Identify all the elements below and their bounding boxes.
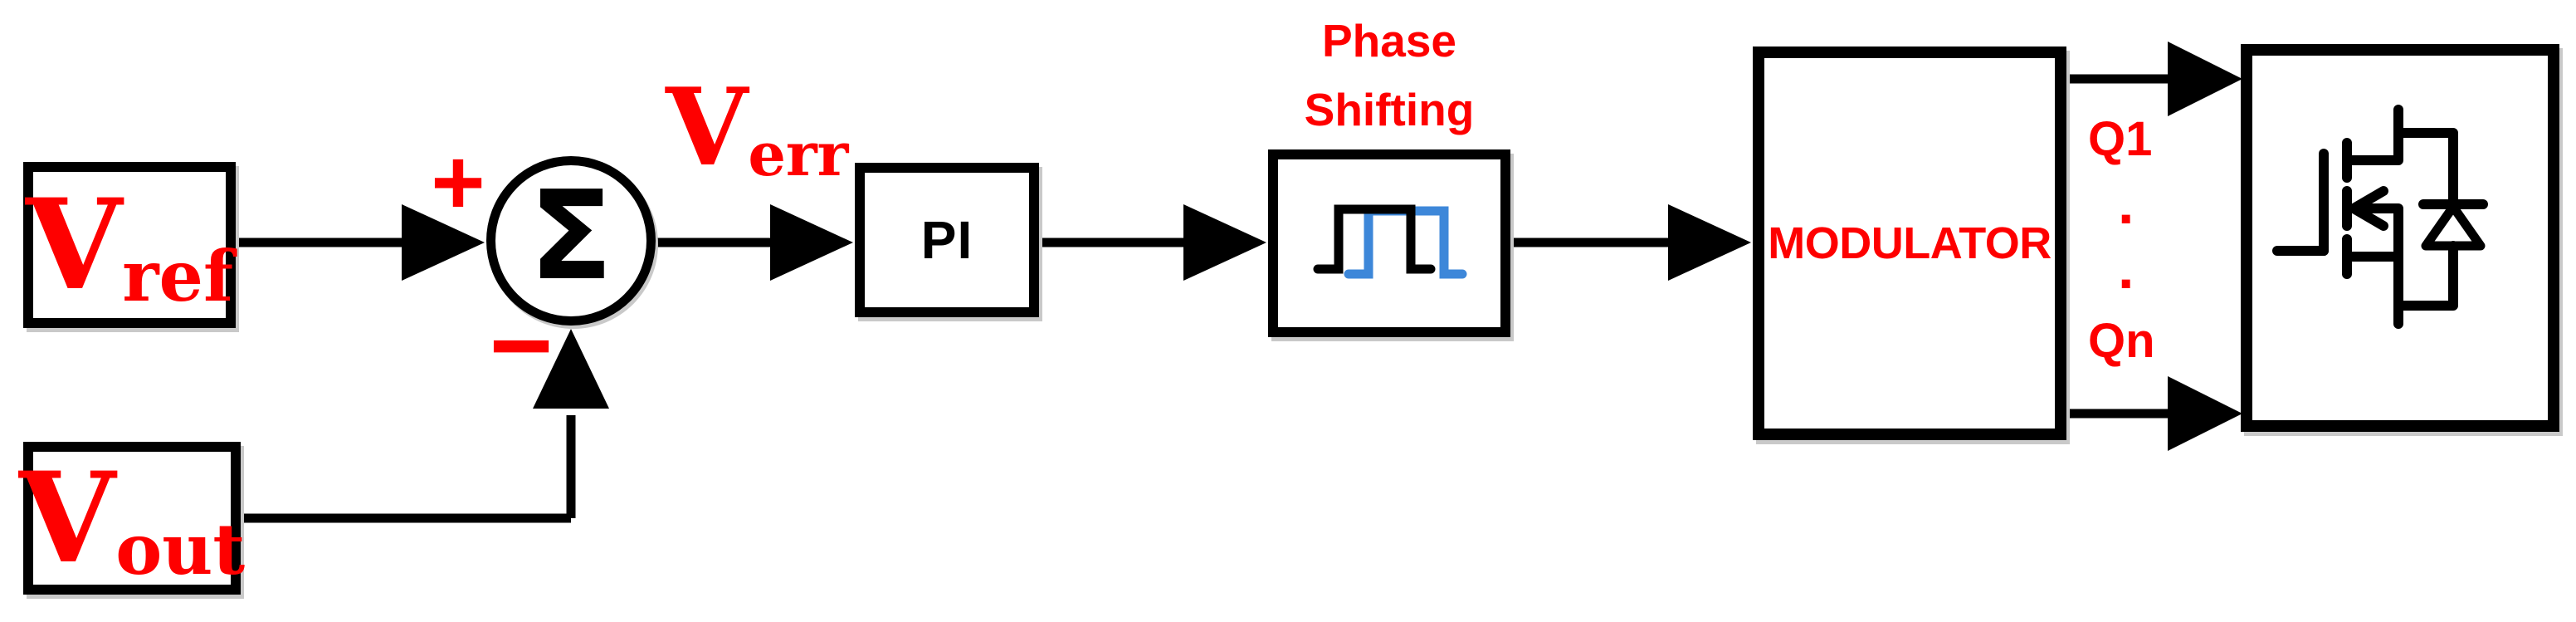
- diode-branch-bottom: [2393, 241, 2458, 311]
- q1-label: Q1: [2088, 112, 2153, 166]
- verr-label-sub: err: [748, 119, 849, 189]
- arrow-qn-to-mosfet-icon: [2168, 376, 2242, 451]
- verr-label-main: V: [666, 66, 749, 190]
- diode-branch-top: [2393, 128, 2458, 209]
- sigma-symbol: Σ: [529, 164, 613, 307]
- mosfet-block: [2241, 44, 2559, 432]
- arrow-q1-to-mosfet-icon: [2168, 42, 2242, 116]
- vref-label-main: V: [25, 172, 123, 318]
- verr-label: Verr: [666, 75, 848, 184]
- pi-label: PI: [920, 210, 973, 270]
- vref-label-sub: ref: [122, 235, 234, 318]
- vout-label-main: V: [18, 445, 116, 591]
- minus-sign: −: [489, 284, 554, 406]
- qn-label: Qn: [2088, 314, 2155, 368]
- arrowheads: [402, 42, 2242, 451]
- summing-junction: Σ: [486, 156, 656, 326]
- phase-shifting-block: [1268, 149, 1510, 337]
- mosfet-body-lead: [2352, 203, 2403, 262]
- vout-label: Vout: [19, 456, 245, 585]
- arrow-vref-to-sum-icon: [402, 204, 485, 281]
- square-wave-icon: [1313, 204, 1467, 279]
- mosfet-body-arrow-icon: [2349, 186, 2388, 231]
- phase-shifting-title-line1: Phase: [1321, 15, 1457, 66]
- mosfet-source-lead: [2342, 252, 2403, 329]
- modulator-label: MODULATOR: [1768, 218, 2052, 268]
- arrow-sum-to-pi-icon: [770, 204, 853, 281]
- vref-label: Vref: [26, 183, 233, 311]
- phase-shifting-title: Phase Shifting: [1248, 7, 1530, 144]
- wire-vout-to-sum: [242, 415, 576, 523]
- vref-block: Vref: [23, 162, 236, 328]
- phase-shifting-title-line2: Shifting: [1304, 83, 1475, 135]
- arrow-vout-to-sum-icon: [533, 329, 609, 409]
- ellipsis-dot: .: [2118, 236, 2134, 301]
- square-wave-black: [1313, 204, 1436, 274]
- signal-lines: [236, 74, 2178, 523]
- arrow-phaseshift-to-modulator-icon: [1668, 204, 1751, 281]
- arrow-pi-to-phaseshift-icon: [1183, 204, 1266, 281]
- vout-label-sub: out: [115, 508, 246, 591]
- vout-block: Vout: [19, 442, 245, 595]
- mosfet-icon: [2272, 105, 2488, 329]
- modulator-block: MODULATOR: [1753, 47, 2066, 440]
- ellipsis-dot: .: [2118, 171, 2134, 236]
- plus-sign: +: [431, 130, 485, 234]
- pi-block: PI: [855, 163, 1039, 317]
